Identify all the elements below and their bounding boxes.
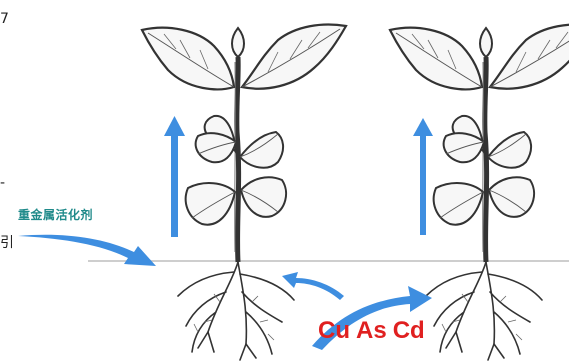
up-arrow-left xyxy=(164,116,185,237)
plant-right xyxy=(390,25,569,360)
activator-label: 重金属活化剂 xyxy=(18,208,94,222)
edge-text-bottom: 引 xyxy=(0,235,14,251)
edge-text-top: 7 xyxy=(0,11,9,27)
metal-as: As xyxy=(356,317,387,344)
metal-cu: Cu xyxy=(318,317,350,344)
agent-arrow xyxy=(18,234,156,266)
soil-arrow-left xyxy=(282,272,344,300)
metal-cd: Cd xyxy=(392,317,425,344)
edge-text-middle: - xyxy=(0,175,6,191)
up-arrow-right xyxy=(413,118,433,235)
root-uptake-arrow xyxy=(312,286,432,350)
